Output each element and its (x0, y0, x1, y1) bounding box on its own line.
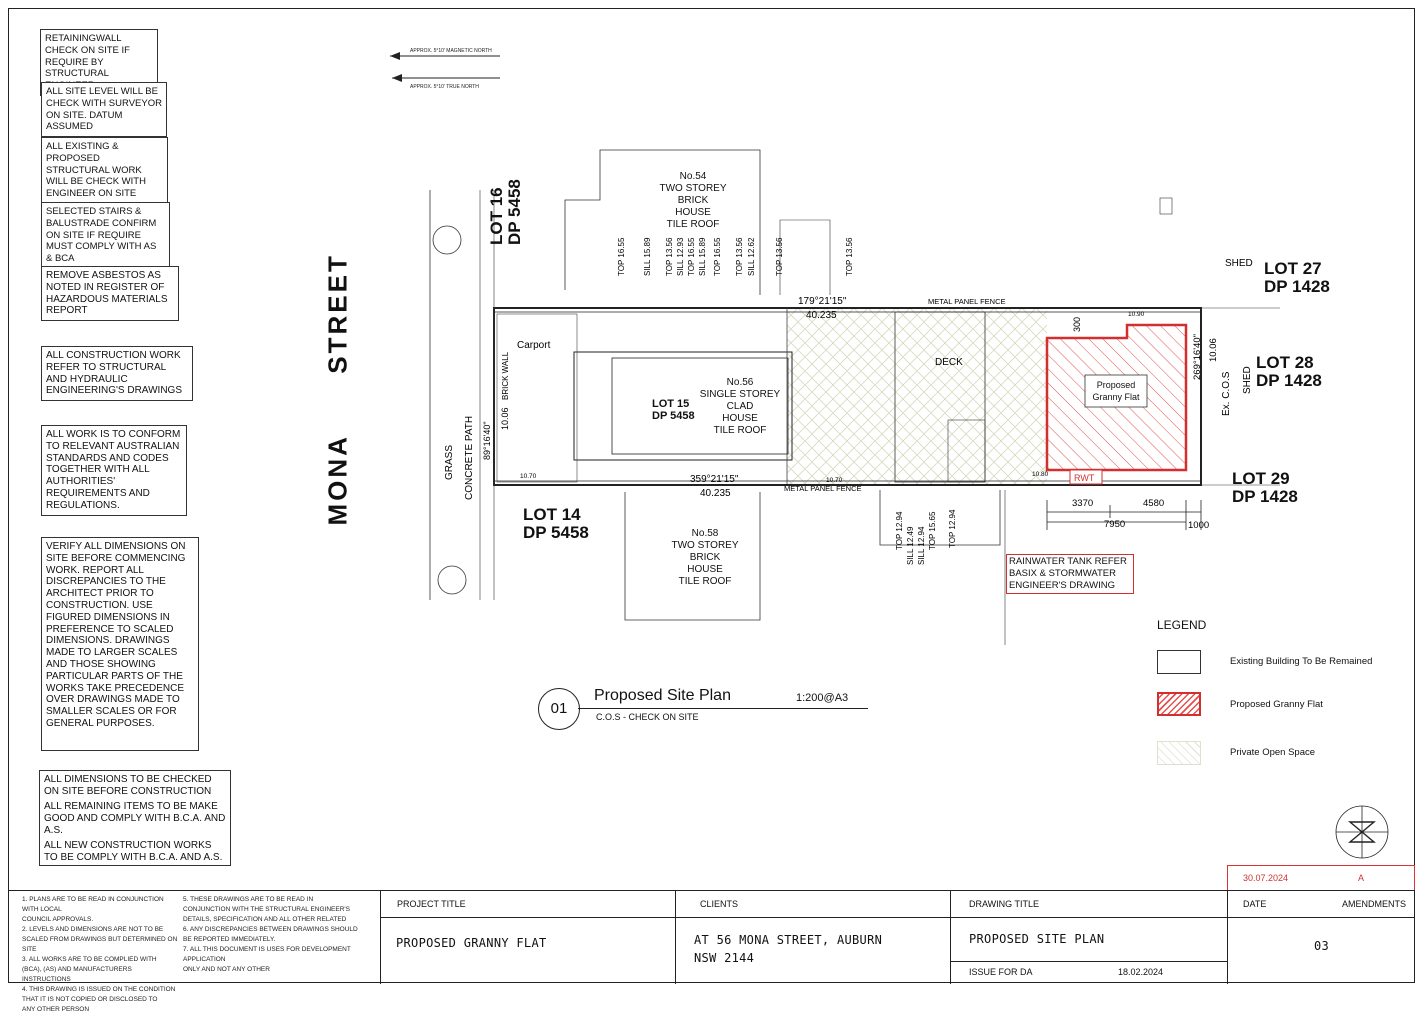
lot-16-label: LOT 16 DP 5458 (487, 179, 524, 245)
small-note-line: COUNCIL APPROVALS. (22, 916, 94, 923)
legend-open-space-swatch (1157, 741, 1201, 765)
amendments-label: AMENDMENTS (1342, 899, 1407, 909)
small-note-line: ANY OTHER PERSON (22, 1006, 90, 1013)
small-notes-left: 1. PLANS ARE TO BE READ IN CONJUNCTION W… (22, 895, 182, 1015)
small-note-line: ONLY AND NOT ANY OTHER (183, 966, 270, 973)
plan-title: Proposed Site Plan (594, 687, 731, 704)
sheet-number: 03 (1314, 939, 1330, 953)
note-site-level: ALL SITE LEVEL WILL BE CHECK WITH SURVEY… (41, 82, 167, 138)
lot-27-label: LOT 27 DP 1428 (1264, 259, 1330, 296)
note-verify: VERIFY ALL DIMENSIONS ON SITE BEFORE COM… (41, 537, 199, 751)
note-construction: ALL CONSTRUCTION WORK REFER TO STRUCTURA… (41, 346, 193, 402)
note-dimensions-line2: ALL REMAINING ITEMS TO BE MAKE GOOD AND … (44, 801, 226, 836)
plan-scale: 1:200@A3 (796, 692, 849, 704)
street-name: MONA STREET (322, 253, 353, 526)
house-no54-label: No.54 TWO STOREY BRICK HOUSE TILE ROOF (659, 171, 727, 230)
lot-29-label: LOT 29 DP 1428 (1232, 469, 1298, 506)
note-dimensions-line3: ALL NEW CONSTRUCTION WORKS TO BE COMPLY … (44, 840, 223, 863)
plan-subtitle: C.O.S - CHECK ON SITE (596, 712, 699, 722)
legend-open-space-label: Private Open Space (1230, 747, 1316, 758)
rainwater-note: RAINWATER TANK REFER BASIX & STORMWATER … (1006, 554, 1134, 594)
note-dimensions: ALL DIMENSIONS TO BE CHECKED ON SITE BEF… (39, 770, 231, 866)
clients-label: CLIENTS (700, 899, 739, 909)
plan-title-underline (578, 708, 868, 709)
lot-28-label: LOT 28 DP 1428 (1256, 353, 1322, 390)
small-note-line: (BCA), (AS) AND MANUFACTURERS INSTRUCTIO… (22, 966, 132, 983)
small-note-line: THAT IT IS NOT COPIED OR DISCLOSED TO (22, 996, 158, 1003)
legend-existing-label: Existing Building To Be Remained (1230, 656, 1373, 667)
small-note-line: 2. LEVELS AND DIMENSIONS ARE NOT TO BE (22, 926, 164, 933)
title-block: 1. PLANS ARE TO BE READ IN CONJUNCTION W… (8, 890, 1415, 1013)
date-cell: DATE AMENDMENTS 03 (1227, 891, 1415, 984)
project-title-value: PROPOSED GRANNY FLAT (396, 936, 547, 950)
revision-row: 30.07.2024 A (1227, 865, 1415, 890)
note-stairs: SELECTED STAIRS & BALUSTRADE CONFIRM ON … (41, 202, 170, 269)
clients-cell: CLIENTS AT 56 MONA STREET, AUBURN NSW 21… (675, 891, 950, 984)
legend-granny-swatch (1157, 692, 1201, 716)
issue-label: ISSUE FOR DA (969, 967, 1033, 977)
drawing-title-cell: DRAWING TITLE PROPOSED SITE PLAN ISSUE F… (950, 891, 1227, 984)
client-line2: NSW 2144 (694, 951, 755, 965)
revision-code: A (1358, 873, 1365, 883)
issue-date: 18.02.2024 (1118, 967, 1164, 977)
small-note-line: SCALED FROM DRAWINGS BUT DETERMINED ON S… (22, 936, 178, 953)
project-title-label: PROJECT TITLE (397, 899, 466, 909)
small-note-line: 1. PLANS ARE TO BE READ IN CONJUNCTION W… (22, 896, 164, 913)
legend-granny-label: Proposed Granny Flat (1230, 699, 1323, 710)
small-note-line: 7. ALL THIS DOCUMENT IS USES FOR DEVELOP… (183, 946, 351, 963)
house-no58-label: No.58 TWO STOREY BRICK HOUSE TILE ROOF (671, 528, 739, 587)
small-note-line: 4. THIS DRAWING IS ISSUED ON THE CONDITI… (22, 986, 176, 993)
legend-title: LEGEND (1157, 618, 1207, 632)
drawing-frame (8, 8, 1415, 983)
small-note-line: DETAILS, SPECIFICATION AND ALL OTHER REL… (183, 916, 347, 923)
small-note-line: 3. ALL WORKS ARE TO BE COMPLIED WITH (22, 956, 157, 963)
note-structural: ALL EXISTING & PROPOSED STRUCTURAL WORK … (41, 137, 168, 204)
drawing-title-value: PROPOSED SITE PLAN (969, 932, 1105, 946)
lot-14-label: LOT 14 DP 5458 (523, 505, 589, 542)
date-label: DATE (1243, 899, 1267, 909)
small-note-line: 5. THESE DRAWINGS ARE TO BE READ IN (183, 896, 314, 903)
small-note-line: BE REPORTED IMMEDIATELY. (183, 936, 276, 943)
note-standards: ALL WORK IS TO CONFORM TO RELEVANT AUSTR… (41, 425, 187, 516)
granny-flat-label: Proposed Granny Flat (1092, 380, 1140, 402)
small-note-line: CONJUNCTION WITH THE STRUCTURAL ENGINEER… (183, 906, 350, 913)
note-dimensions-line1: ALL DIMENSIONS TO BE CHECKED ON SITE BEF… (44, 774, 212, 797)
legend-existing-swatch (1157, 650, 1201, 674)
drawing-title-label: DRAWING TITLE (969, 899, 1040, 909)
small-notes-right: 5. THESE DRAWINGS ARE TO BE READ IN CONJU… (183, 895, 373, 975)
small-note-line: 6. ANY DISCREPANCIES BETWEEN DRAWINGS SH… (183, 926, 358, 933)
plan-number-circle: 01 (538, 688, 580, 730)
house-no56-label: No.56 SINGLE STOREY CLAD HOUSE TILE ROOF (699, 377, 781, 436)
client-line1: AT 56 MONA STREET, AUBURN (694, 933, 883, 947)
lot-15-label: LOT 15 DP 5458 (652, 398, 695, 422)
note-asbestos: REMOVE ASBESTOS AS NOTED IN REGISTER OF … (41, 266, 179, 322)
project-title-cell: PROJECT TITLE PROPOSED GRANNY FLAT (380, 891, 675, 984)
revision-date: 30.07.2024 (1243, 873, 1289, 883)
